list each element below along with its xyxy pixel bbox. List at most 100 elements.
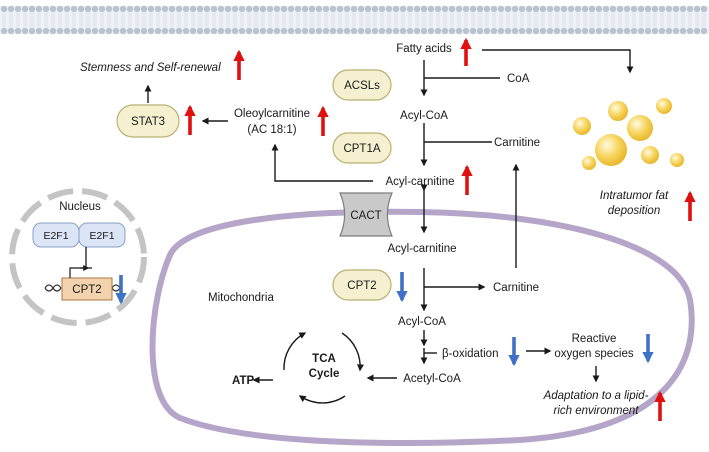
membrane-lipid-head [147, 5, 155, 13]
membrane-lipid-tail [555, 13, 559, 27]
membrane-lipid-head [441, 5, 449, 13]
membrane-lipid-head [252, 27, 260, 35]
membrane-lipid-head [98, 5, 106, 13]
membrane-lipid-head [553, 5, 561, 13]
membrane-lipid-head [546, 5, 554, 13]
membrane-lipid-head [105, 5, 113, 13]
membrane-lipid-tail [72, 13, 76, 27]
membrane-lipid-head [196, 27, 204, 35]
membrane-lipid-head [329, 27, 337, 35]
membrane-lipid-head [133, 27, 141, 35]
membrane-lipid-tail [121, 13, 125, 27]
membrane-lipid-tail [65, 13, 69, 27]
membrane-lipid-head [147, 27, 155, 35]
membrane-lipid-head [665, 27, 673, 35]
acetyl-coa-label: Acetyl-CoA [403, 373, 461, 385]
membrane-lipid-tail [254, 13, 258, 27]
membrane-lipid-head [280, 27, 288, 35]
membrane-lipid-head [14, 27, 22, 35]
cpt2-gene-label: CPT2 [72, 284, 101, 296]
membrane-lipid-head [56, 5, 64, 13]
membrane-lipid-head [595, 27, 603, 35]
fat-droplet [641, 146, 659, 164]
dna-helix-left [44, 284, 62, 292]
fat-droplet [608, 101, 628, 121]
adaptation-label-2: rich environment [553, 405, 639, 417]
membrane-lipid-head [588, 27, 596, 35]
membrane-lipid-head [469, 27, 477, 35]
membrane-lipid-head [154, 5, 162, 13]
membrane-lipid-head [406, 5, 414, 13]
membrane-lipid-tail [156, 13, 160, 27]
membrane-lipid-head [294, 27, 302, 35]
membrane-lipid-tail [359, 13, 363, 27]
membrane-lipid-head [560, 27, 568, 35]
membrane-lipid-head [700, 27, 708, 35]
cact-label: CACT [350, 210, 381, 222]
membrane-lipid-head [574, 27, 582, 35]
membrane-lipid-head [385, 27, 393, 35]
tca-cycle-arc-1 [341, 332, 364, 372]
membrane-lipid-tail [205, 13, 209, 27]
membrane-lipid-tail [646, 13, 650, 27]
membrane-lipid-tail [702, 13, 706, 27]
membrane-lipid-head [483, 27, 491, 35]
membrane-lipid-head [518, 27, 526, 35]
membrane-lipid-head [84, 5, 92, 13]
membrane-lipid-head [56, 27, 64, 35]
membrane-lipid-head [357, 27, 365, 35]
membrane-lipid-tail [44, 13, 48, 27]
membrane-lipid-tail [240, 13, 244, 27]
membrane-lipid-head [224, 5, 232, 13]
transcription-start-arrow [69, 265, 90, 278]
membrane-lipid-head [42, 5, 50, 13]
membrane-lipid-head [245, 5, 253, 13]
membrane-lipid-head [511, 27, 519, 35]
membrane-lipid-tail [9, 13, 13, 27]
acsls-enzyme [332, 69, 392, 101]
membrane-lipid-head [581, 5, 589, 13]
membrane-lipid-head [336, 5, 344, 13]
ros-label-2: oxygen species [554, 348, 634, 360]
membrane-lipid-head [567, 5, 575, 13]
membrane-lipid-head [672, 27, 680, 35]
membrane-lipid-head [217, 5, 225, 13]
membrane-lipid-tail [464, 13, 468, 27]
membrane-lipid-head [119, 5, 127, 13]
membrane-lipid-head [413, 5, 421, 13]
membrane-lipid-head [511, 5, 519, 13]
membrane-lipid-head [112, 5, 120, 13]
membrane-lipid-head [154, 27, 162, 35]
membrane-lipid-head [266, 5, 274, 13]
membrane-lipid-head [651, 27, 659, 35]
stat3-box [116, 104, 180, 138]
membrane-lipid-head [658, 27, 666, 35]
membrane-lipid-head [126, 27, 134, 35]
membrane-lipid-head [574, 5, 582, 13]
membrane-lipid-tail [380, 13, 384, 27]
membrane-lipid-head [623, 27, 631, 35]
e2f1-label-right: E2F1 [89, 230, 114, 242]
membrane-lipid-head [532, 27, 540, 35]
membrane-lipid-head [245, 27, 253, 35]
membrane-lipid-head [70, 27, 78, 35]
membrane-lipid-head [427, 5, 435, 13]
cpt2-label: CPT2 [347, 280, 376, 292]
membrane-lipid-head [21, 5, 29, 13]
membrane-lipid-head [140, 5, 148, 13]
membrane-lipid-head [196, 5, 204, 13]
membrane-lipid-head [161, 27, 169, 35]
membrane-lipid-tail [569, 13, 573, 27]
fat-droplet [656, 98, 672, 114]
membrane-lipid-tail [310, 13, 314, 27]
membrane-lipid-tail [128, 13, 132, 27]
membrane-lipid-tail [387, 13, 391, 27]
membrane-lipid-head [399, 5, 407, 13]
membrane-lipid-head [497, 27, 505, 35]
membrane-lipid-head [651, 5, 659, 13]
membrane-lipid-tail [415, 13, 419, 27]
membrane-lipid-tail [170, 13, 174, 27]
membrane-lipid-tail [506, 13, 510, 27]
ac181-label: (AC 18:1) [247, 124, 296, 136]
membrane-lipid-head [112, 27, 120, 35]
